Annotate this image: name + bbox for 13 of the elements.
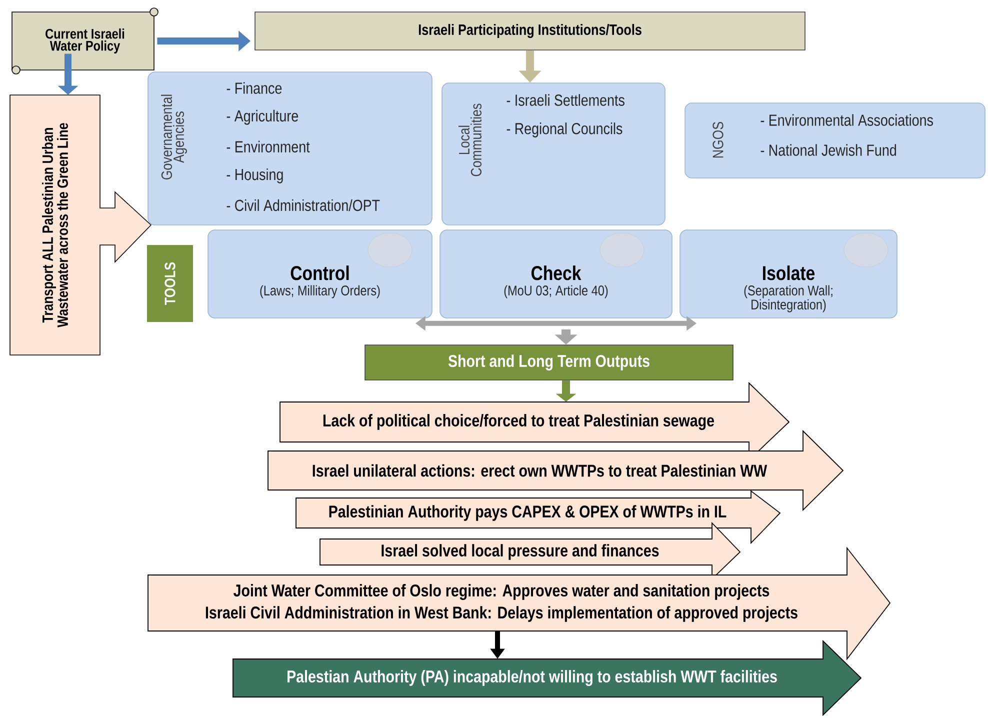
tool-box: Control (Laws; Millitary Orders) xyxy=(208,230,432,318)
tool-box: Isolate (Separation Wall; Disintegration) xyxy=(680,230,898,318)
agency-box: Governamental Agencies - Finance - Agriculture - Environment - Housing - Civil Administration/OPT xyxy=(148,72,432,226)
tools-label: TOOLS xyxy=(147,245,193,322)
output-banner: Lack of political choice/forced to treat Palestinian sewage xyxy=(280,382,790,462)
ngo-box: NGOS - Environmental Associations - National Jewish Fund xyxy=(684,102,986,178)
community-box: Local Communities - Israeli Settlements - Regional Councils xyxy=(442,82,666,226)
title-box: Israeli Participating Institutions/Tools xyxy=(254,12,806,50)
scroll-box: Current Israeli Water Policy xyxy=(12,8,158,74)
tool-box: Check (MoU 03; Article 40) xyxy=(440,230,672,318)
output-banner: Short and Long Term Outputs xyxy=(364,344,734,380)
output-banner: Palestian Authority (PA) incapable/not willing to establish WWT facilities xyxy=(232,640,862,716)
transport-banner: Transport ALL Palestinian Urban Wastewater across the Green Line xyxy=(10,94,152,356)
